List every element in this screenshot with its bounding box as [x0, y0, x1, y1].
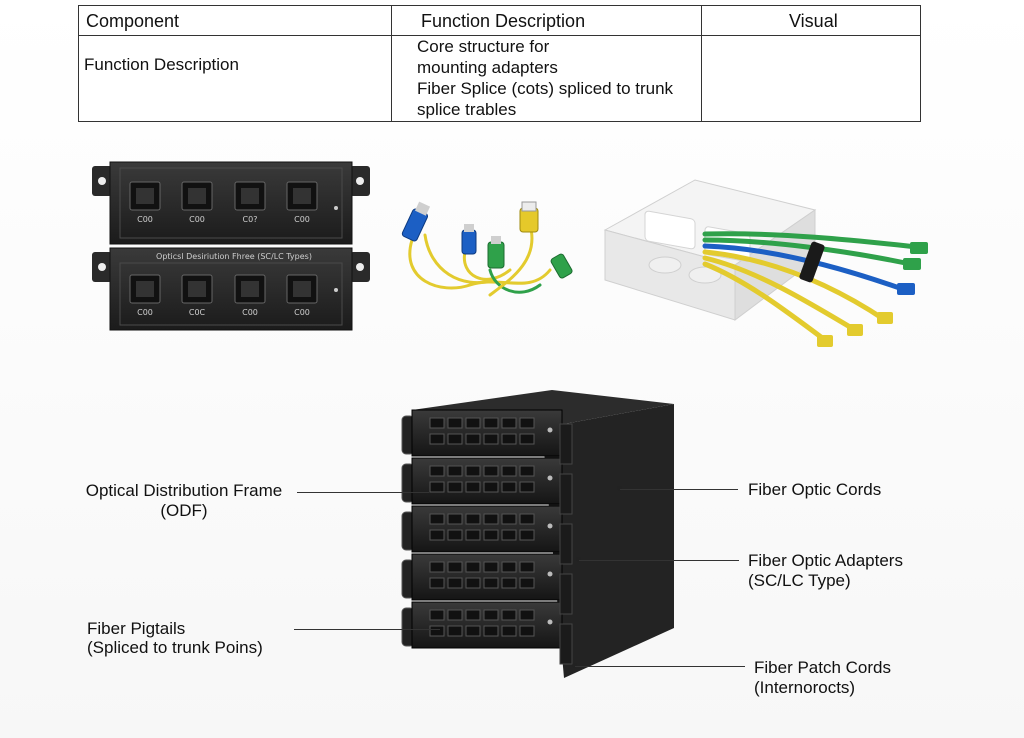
table-column-divider — [391, 6, 392, 121]
panel-port-code: C0? — [243, 215, 258, 224]
leader-line-cords — [620, 489, 738, 490]
odf-rack-stack-illustration — [401, 390, 674, 678]
table-header-component: Component — [86, 11, 180, 31]
panel-port-code: C00 — [189, 215, 205, 224]
table-cell-component: Function Description — [84, 55, 239, 74]
panel-port-code: C0C — [189, 308, 206, 317]
leader-line-pigtails — [294, 629, 440, 630]
label-fiber-patch-cords: Fiber Patch Cords — [754, 658, 891, 677]
label-pigtails-note: (Spliced to trunk Poins) — [87, 638, 263, 657]
table-cell-description-line: Fiber Splice (cots) spliced to trunk — [417, 79, 674, 98]
patch-panel-illustration: C00 C00 C0? C00 Opticsl Desiriution Fhre… — [92, 161, 370, 331]
leader-line-odf — [297, 492, 429, 493]
panel-port-code: C00 — [294, 308, 310, 317]
pointer-dot-adapters — [576, 557, 581, 562]
label-fiber-optic-cords: Fiber Optic Cords — [748, 480, 882, 499]
component-table: Component Function Description Visual Fu… — [78, 5, 921, 122]
label-fiber-optic-adapters: Fiber Optic Adapters — [748, 551, 903, 570]
panel-caption: Opticsl Desiriution Fhree (SC/LC Types) — [156, 252, 312, 261]
pointer-dot-cords — [617, 486, 622, 491]
label-adapters-type: (SC/LC Type) — [748, 571, 851, 590]
table-cell-description-line: splice trables — [417, 100, 517, 119]
panel-port-code: C00 — [137, 215, 153, 224]
panel-port-code: C00 — [242, 308, 258, 317]
label-fiber-pigtails: Fiber Pigtails — [87, 619, 186, 638]
pointer-dot-patch-cords — [572, 663, 577, 668]
leader-line-adapters — [579, 560, 739, 561]
fiber-pigtail-cables-illustration — [401, 201, 573, 297]
splice-box-illustration — [603, 179, 928, 347]
label-optical-distribution-frame: Optical Distribution Frame — [85, 481, 283, 500]
leader-line-patch-cords — [575, 666, 745, 667]
panel-port-code: C00 — [137, 308, 153, 317]
table-cell-description-line: mounting adapters — [417, 58, 558, 77]
table-column-divider — [701, 6, 702, 121]
label-patch-cords-note: (Internoroсts) — [754, 678, 856, 697]
table-cell-description-line: Core structure for — [417, 37, 550, 56]
label-odf-abbrev: (ODF) — [160, 501, 208, 520]
table-header-visual: Visual — [789, 11, 838, 31]
panel-port-code: C00 — [294, 215, 310, 224]
table-header-function: Function Description — [421, 11, 586, 31]
table-header-row — [79, 6, 920, 36]
